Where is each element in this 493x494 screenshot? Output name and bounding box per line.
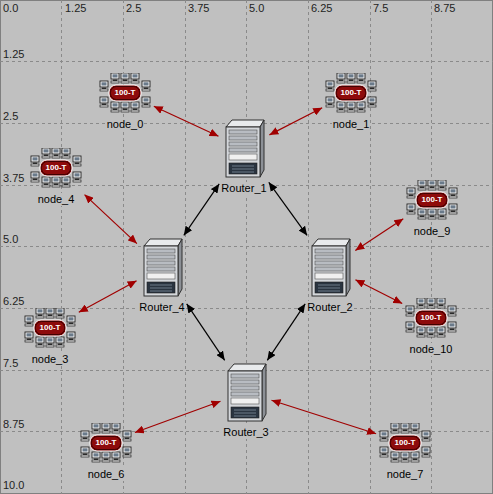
axis-label: 3.75 [187, 2, 210, 14]
router-link [269, 182, 307, 235]
node-label: node_9 [413, 225, 452, 238]
axis-label: 2.5 [2, 110, 19, 122]
router-symbol [309, 237, 351, 297]
axis-label: 6.25 [310, 2, 333, 14]
node-label: Router_1 [220, 182, 267, 195]
lan-node: 100-T node_7 [378, 423, 432, 481]
lan-badge-text: 100-T [29, 162, 83, 174]
lan-badge-text: 100-T [324, 87, 378, 99]
router-node: Router_2 [306, 237, 353, 314]
lan-badge-text: 100-T [404, 312, 458, 324]
lan-icon: 100-T [23, 308, 77, 348]
router-symbol [223, 118, 265, 178]
lan-node: 100-T node_4 [29, 148, 83, 206]
axis-label: 7.5 [372, 2, 389, 14]
router-node: Router_1 [220, 118, 267, 195]
node-label: node_0 [106, 118, 145, 131]
lan-badge-text: 100-T [79, 437, 133, 449]
lan-node: 100-T node_6 [79, 423, 133, 481]
node-label: node_10 [409, 343, 454, 356]
lan-node: 100-T node_1 [324, 73, 378, 131]
lan-link [79, 281, 137, 313]
lan-node: 100-T node_3 [23, 308, 77, 366]
lan-badge-text: 100-T [405, 194, 459, 206]
router-icon [225, 362, 267, 422]
lan-badge-text: 100-T [98, 87, 152, 99]
router-symbol [141, 237, 183, 297]
axis-label: 7.5 [2, 357, 19, 369]
lan-link [355, 219, 403, 251]
lan-link [269, 108, 322, 135]
lan-link [85, 195, 137, 244]
node-label: Router_4 [138, 301, 185, 314]
lan-icon: 100-T [98, 73, 152, 113]
lan-node: 100-T node_0 [98, 73, 152, 131]
lan-icon: 100-T [378, 423, 432, 463]
axis-label: 5.0 [248, 2, 265, 14]
node-label: node_1 [332, 118, 371, 131]
node-label: node_4 [37, 193, 76, 206]
router-icon [141, 237, 183, 297]
lan-link [355, 280, 402, 304]
axis-label: 10.0 [2, 479, 25, 491]
lan-icon: 100-T [405, 180, 459, 220]
node-label: node_3 [31, 353, 70, 366]
axis-label: 8.75 [433, 2, 456, 14]
router-icon [223, 118, 265, 178]
axis-label: 6.25 [2, 295, 25, 307]
router-link [267, 304, 305, 361]
lan-icon: 100-T [404, 298, 458, 338]
axis-label: 8.75 [2, 418, 25, 430]
router-node: Router_3 [222, 362, 269, 439]
router-link [187, 304, 225, 361]
router-node: Router_4 [138, 237, 185, 314]
lan-node: 100-T node_9 [405, 180, 459, 238]
axis-label: 0.0 [2, 2, 19, 14]
lan-icon: 100-T [79, 423, 133, 463]
router-link [184, 184, 219, 236]
node-label: node_6 [87, 468, 126, 481]
router-symbol [225, 362, 267, 422]
lan-badge-text: 100-T [23, 322, 77, 334]
axis-label: 1.25 [2, 48, 25, 60]
lan-icon: 100-T [324, 73, 378, 113]
lan-node: 100-T node_10 [404, 298, 458, 356]
lan-link [135, 401, 221, 432]
lan-link [272, 400, 377, 434]
axis-label: 5.0 [2, 233, 19, 245]
axis-label: 3.75 [2, 172, 25, 184]
axis-label: 2.5 [125, 2, 142, 14]
lan-icon: 100-T [29, 148, 83, 188]
node-label: node_7 [386, 468, 425, 481]
node-label: Router_2 [306, 301, 353, 314]
node-label: Router_3 [222, 426, 269, 439]
axis-label: 1.25 [64, 2, 87, 14]
lan-badge-text: 100-T [378, 437, 432, 449]
router-icon [309, 237, 351, 297]
lan-link [154, 106, 219, 136]
